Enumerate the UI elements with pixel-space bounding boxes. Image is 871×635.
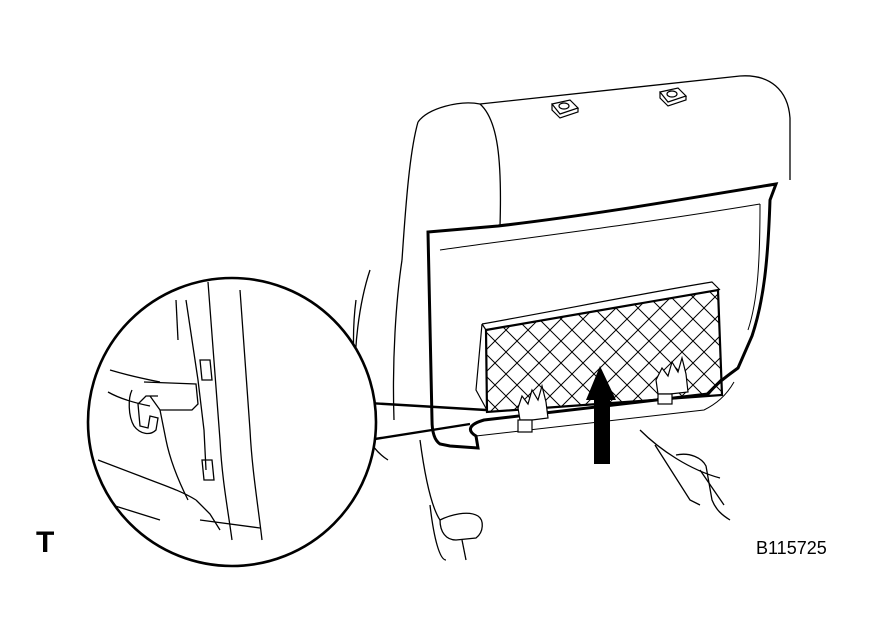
pocket-clip-right: [655, 355, 689, 405]
corner-letter: T: [36, 526, 55, 559]
up-arrow-icon: [586, 366, 616, 464]
figure-code: B115725: [756, 538, 827, 558]
headrest-guide-left: [550, 99, 580, 119]
pocket-clip-left: [517, 383, 549, 433]
detail-view-circle: [86, 276, 378, 568]
seat-back-board: [426, 182, 779, 450]
headrest-guide-right: [658, 87, 688, 107]
